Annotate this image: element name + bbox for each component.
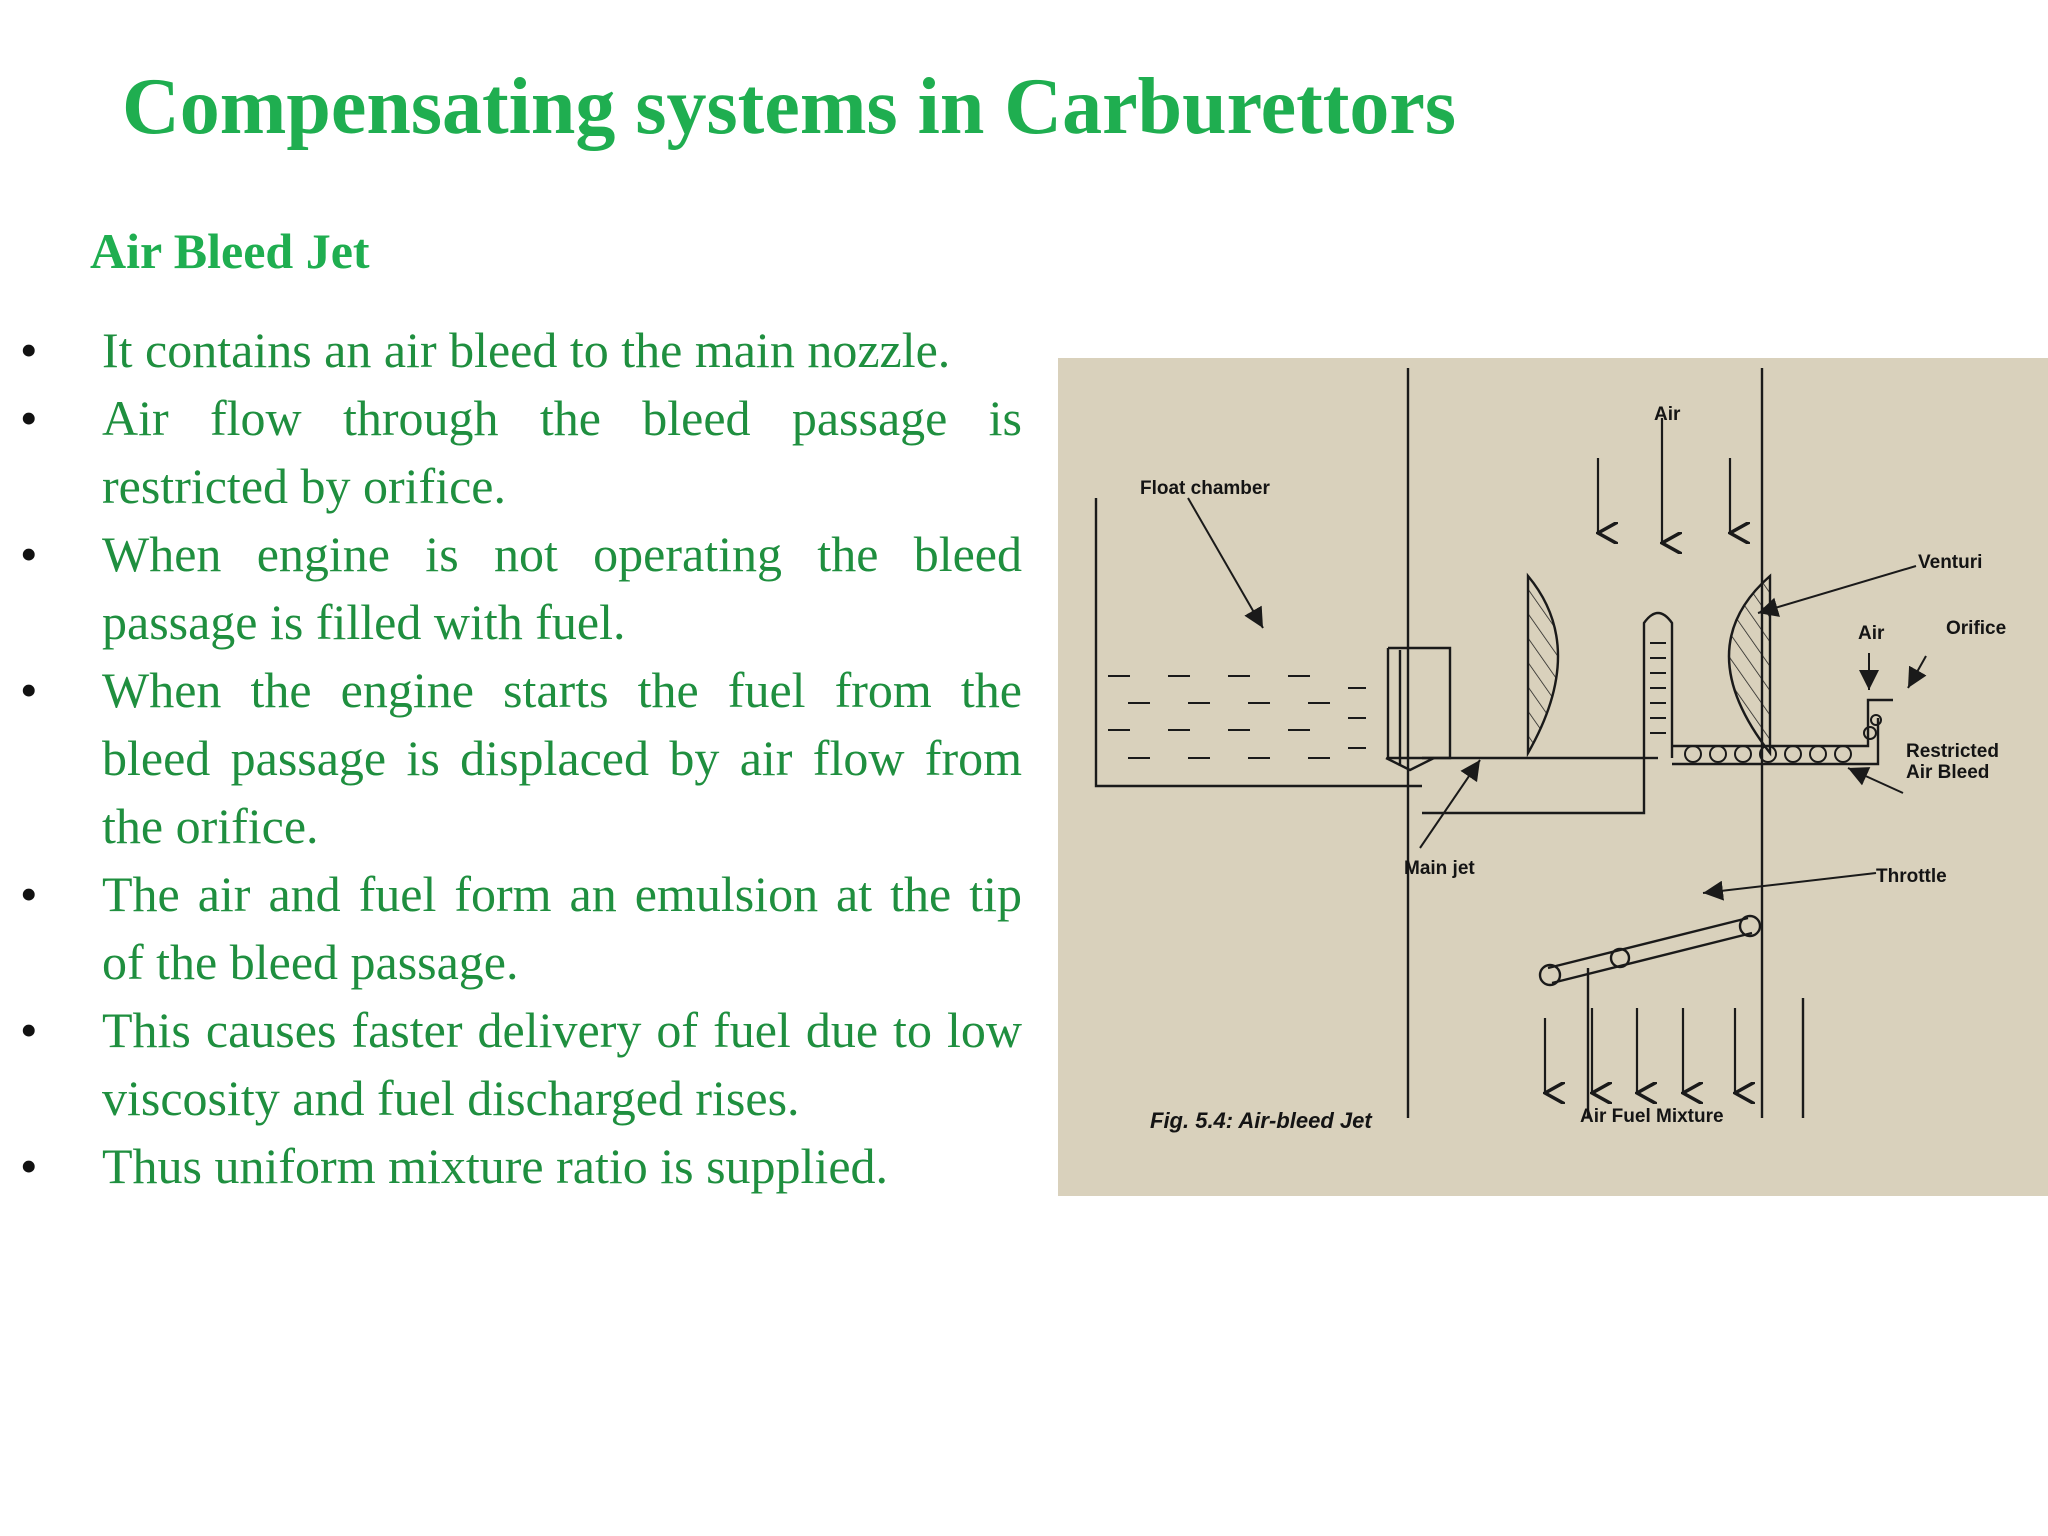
air-bleed-jet-figure: Air Float chamber Venturi Air Orifice Re… — [1058, 358, 2048, 1196]
main-jet-well — [1386, 646, 1452, 760]
bullet-icon: • — [20, 1138, 38, 1194]
bleed-air-passage — [1672, 698, 1893, 748]
carburettor-diagram — [1094, 368, 1927, 1118]
bullet-icon: • — [20, 662, 38, 718]
bleed-tube — [1642, 611, 1674, 758]
bullet-list: • It contains an air bleed to the main no… — [0, 316, 1022, 1200]
bullet-text: Air flow through the bleed passage is re… — [102, 390, 1022, 514]
figure-caption: Fig. 5.4: Air-bleed Jet — [1150, 1108, 1372, 1133]
bullet-icon: • — [20, 1002, 38, 1058]
fuel-level-dashes — [1108, 675, 1366, 759]
label-air-side: Air — [1858, 623, 1885, 644]
bullet-text: It contains an air bleed to the main noz… — [102, 322, 951, 378]
slide-title: Compensating systems in Carburettors — [122, 63, 1457, 151]
list-item: • Thus uniform mixture ratio is supplied. — [0, 1132, 1022, 1200]
bullet-text: Thus uniform mixture ratio is supplied. — [102, 1138, 889, 1194]
float-chamber-outline — [1094, 498, 1422, 788]
throttle-plate — [1538, 914, 1762, 987]
bullet-icon: • — [20, 322, 38, 378]
label-air-fuel-mixture: Air Fuel Mixture — [1580, 1106, 1724, 1127]
bullet-text: When engine is not operating the bleed p… — [102, 526, 1022, 650]
list-item: • The air and fuel form an emulsion at th… — [0, 860, 1022, 996]
section-heading: Air Bleed Jet — [90, 223, 370, 279]
list-item: • Air flow through the bleed passage is r… — [0, 384, 1022, 520]
venturi-left — [1526, 572, 1560, 758]
label-leaders — [1187, 497, 1927, 901]
label-venturi: Venturi — [1918, 552, 1983, 573]
bullet-text: When the engine starts the fuel from the… — [102, 662, 1022, 854]
list-item: • When engine is not operating the bleed … — [0, 520, 1022, 656]
bullet-icon: • — [20, 866, 38, 922]
bullet-text: This causes faster delivery of fuel due … — [102, 1002, 1022, 1126]
label-float-chamber: Float chamber — [1140, 478, 1270, 499]
bullet-text: The air and fuel form an emulsion at the… — [102, 866, 1022, 990]
label-restricted-air-bleed: Restricted Air Bleed — [1906, 741, 1999, 783]
label-throttle: Throttle — [1876, 866, 1947, 887]
label-air-top: Air — [1654, 404, 1681, 425]
air-inlet-arrows — [1598, 418, 1730, 543]
list-item: • When the engine starts the fuel from th… — [0, 656, 1022, 860]
venturi-right — [1727, 573, 1772, 757]
air-bubbles — [1684, 714, 1882, 763]
bullet-icon: • — [20, 390, 38, 446]
label-orifice: Orifice — [1946, 618, 2007, 639]
label-main-jet: Main jet — [1404, 858, 1475, 879]
fuel-passage — [1422, 756, 1646, 815]
bullet-icon: • — [20, 526, 38, 582]
mixture-outlet-arrows — [1545, 1008, 1735, 1093]
list-item: • It contains an air bleed to the main no… — [0, 316, 1022, 384]
list-item: • This causes faster delivery of fuel due… — [0, 996, 1022, 1132]
